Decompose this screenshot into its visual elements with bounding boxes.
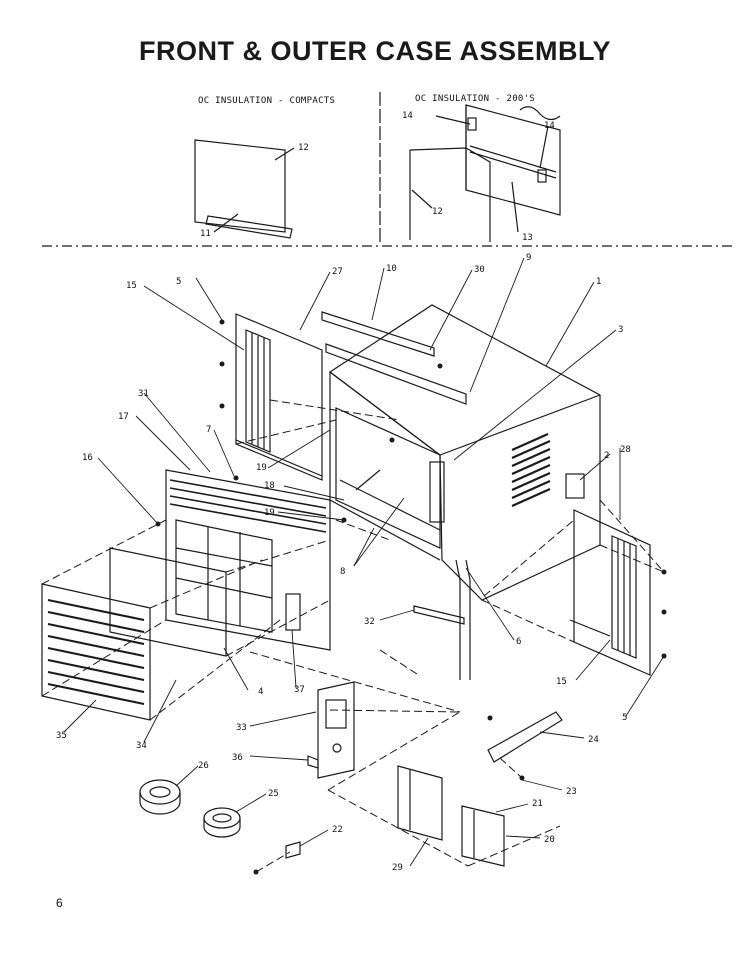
front-grille-frame bbox=[165, 469, 331, 651]
callout-34: 34 bbox=[136, 741, 147, 751]
left-side-curtain bbox=[235, 313, 323, 481]
callout-22: 22 bbox=[332, 825, 343, 835]
mounting-bracket-29 bbox=[397, 765, 443, 841]
callout-32: 32 bbox=[364, 617, 375, 627]
callout-4: 4 bbox=[258, 687, 263, 697]
control-knob-hole bbox=[332, 743, 342, 753]
callout-37: 37 bbox=[294, 685, 305, 695]
callout-35: 35 bbox=[56, 731, 67, 741]
callout-25: 25 bbox=[268, 789, 279, 799]
callout-28: 28 bbox=[620, 445, 631, 455]
callout-14: 14 bbox=[402, 111, 413, 121]
callout-9: 9 bbox=[526, 253, 531, 263]
callout-13: 13 bbox=[522, 233, 533, 243]
callout-33: 33 bbox=[236, 723, 247, 733]
outer-case bbox=[328, 304, 601, 601]
leader-lines bbox=[63, 257, 665, 867]
page-number: 6 bbox=[56, 896, 63, 910]
foam-tape-roll-25 bbox=[203, 807, 241, 838]
top-rail-30 bbox=[325, 343, 467, 405]
drain-bracket bbox=[413, 605, 465, 625]
callout-7: 7 bbox=[206, 425, 211, 435]
mounting-bracket-20 bbox=[461, 805, 505, 867]
assembly-guide-lines bbox=[41, 399, 665, 873]
callout-15: 15 bbox=[126, 281, 137, 291]
callout-23: 23 bbox=[566, 787, 577, 797]
page-title: FRONT & OUTER CASE ASSEMBLY bbox=[138, 36, 612, 66]
callout-16: 16 bbox=[82, 453, 93, 463]
callout-2: 2 bbox=[604, 451, 609, 461]
callout-24: 24 bbox=[588, 735, 599, 745]
support-rail bbox=[487, 711, 563, 763]
top-rail-10 bbox=[321, 311, 435, 357]
callout-18: 18 bbox=[264, 481, 275, 491]
foam-tape-roll-26 bbox=[139, 779, 181, 815]
front-louvered-grille bbox=[41, 583, 151, 721]
callout-30: 30 bbox=[474, 265, 485, 275]
compacts-insulation-part bbox=[194, 139, 295, 239]
callout-15: 15 bbox=[556, 677, 567, 687]
callout-27: 27 bbox=[332, 267, 343, 277]
callout-5: 5 bbox=[622, 713, 627, 723]
right-side-curtain bbox=[565, 473, 651, 676]
callout-11: 11 bbox=[200, 229, 211, 239]
series-200-insulation-part bbox=[409, 104, 561, 242]
drain-pipe bbox=[455, 559, 461, 680]
clip-22 bbox=[285, 841, 301, 859]
section-heading-compacts: OC INSULATION - COMPACTS bbox=[198, 96, 335, 106]
callout-20: 20 bbox=[544, 835, 555, 845]
callout-14: 14 bbox=[544, 121, 555, 131]
callout-29: 29 bbox=[392, 863, 403, 873]
callout-8: 8 bbox=[340, 567, 345, 577]
callout-10: 10 bbox=[386, 264, 397, 274]
callout-21: 21 bbox=[532, 799, 543, 809]
callout-6: 6 bbox=[516, 637, 521, 647]
screws bbox=[155, 319, 667, 875]
callout-19: 19 bbox=[256, 463, 267, 473]
callout-5: 5 bbox=[176, 277, 181, 287]
callout-36: 36 bbox=[232, 753, 243, 763]
callout-3: 3 bbox=[618, 325, 623, 335]
callout-26: 26 bbox=[198, 761, 209, 771]
control-panel bbox=[317, 681, 355, 779]
section-heading-200s: OC INSULATION - 200'S bbox=[415, 94, 535, 104]
control-knob bbox=[307, 755, 319, 769]
callout-12: 12 bbox=[298, 143, 309, 153]
callout-31: 31 bbox=[138, 389, 149, 399]
callout-1: 1 bbox=[596, 277, 601, 287]
chassis-control-area bbox=[335, 407, 445, 549]
callout-19: 19 bbox=[264, 508, 275, 518]
control-panel-window bbox=[325, 699, 347, 729]
case-louvers bbox=[511, 432, 551, 508]
callout-12: 12 bbox=[432, 207, 443, 217]
callout-17: 17 bbox=[118, 412, 129, 422]
